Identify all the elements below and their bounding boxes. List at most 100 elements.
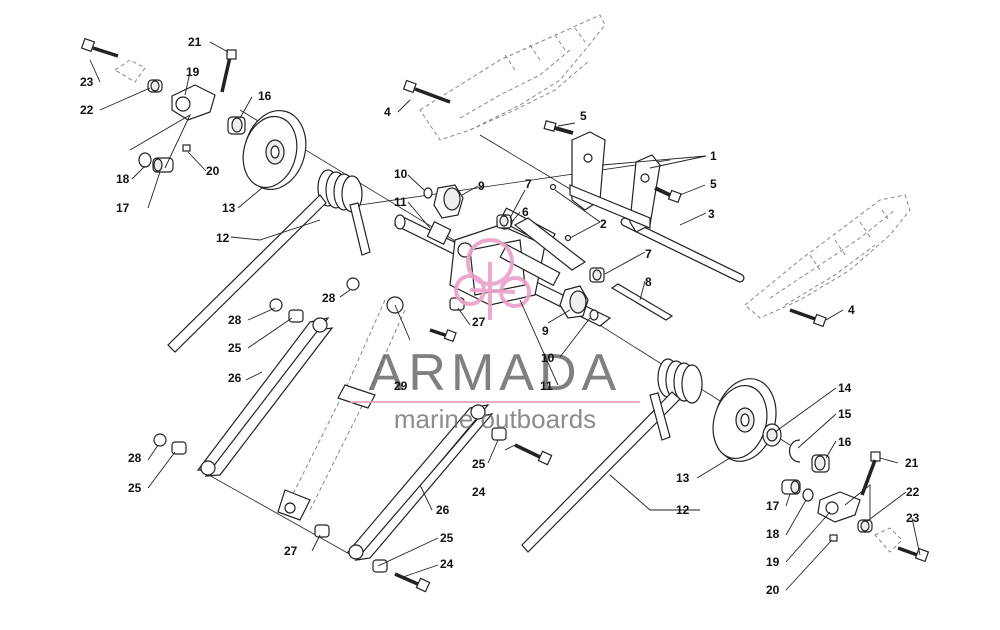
bolt-21-upper [220,49,237,93]
setscrew-20-upper [182,144,191,152]
callout-26-right: 26 [436,503,450,517]
bushing-25-a [288,309,304,323]
washer-18-lower [802,488,814,502]
retainer-14 [762,423,782,447]
spacer-16-lower [811,454,830,473]
callout-18-lower: 18 [766,527,780,541]
bolt-24-upper [514,443,553,466]
spacer-16-upper [227,116,246,135]
callout-27-upper: 27 [472,315,486,329]
callout-14: 14 [838,381,852,395]
grease-fitting-2a [549,183,557,191]
callout-15: 15 [838,407,852,421]
bushing-25-d [372,559,388,573]
assembly-leader-lower [844,484,871,520]
bolt-4-lower [789,308,827,328]
cross-shaft-3 [620,217,745,283]
callout-6: 6 [522,205,529,219]
bushing-9-upper [433,184,464,219]
pin-8 [610,283,674,321]
bolt-shock-upper [429,328,457,343]
callout-10-lower: 10 [541,351,555,365]
callout-7-lower: 7 [645,247,652,261]
callout-21-lower: 21 [905,456,919,470]
callout-21-upper: 21 [188,35,202,49]
washer-22-upper [147,79,163,93]
callout-19-lower: 19 [766,555,780,569]
callout-1: 1 [710,149,717,163]
callout-4-lower: 4 [848,303,855,317]
bolt-23-upper [80,37,119,58]
pivot-bracket-1 [569,131,661,233]
washer-18-upper [138,152,152,168]
link-arm-26-left [196,317,334,477]
bolt-5-lower [654,186,682,204]
callout-labels: 1 2 3 4 4 5 5 6 7 7 8 9 9 10 10 11 11 12… [80,35,920,597]
callout-11-upper: 11 [394,195,407,209]
callout-12-upper: 12 [216,231,230,245]
callout-7-upper: 7 [525,177,532,191]
bushing-25-c [491,427,507,441]
bolt-24-lower [394,572,431,593]
callout-10-upper: 10 [394,167,408,181]
spacer-28-c [153,433,167,447]
callout-4-upper: 4 [384,105,391,119]
ghost-washer-lower [874,527,903,553]
callout-26-left: 26 [228,371,242,385]
bolt-5-upper [543,120,574,135]
cap-17-lower [781,479,801,495]
callout-13-upper: 13 [222,201,236,215]
callout-9-lower: 9 [542,324,549,338]
spacer-10-upper [423,187,433,199]
callout-17-lower: 17 [766,499,780,513]
callout-25-b: 25 [128,481,142,495]
callout-9-upper: 9 [478,179,485,193]
axle-19-upper [171,84,216,121]
callout-8: 8 [645,275,652,289]
callout-11-lower: 11 [540,379,553,393]
callout-23-upper: 23 [80,75,94,89]
watermark-tagline: marine outboards [394,404,596,434]
callout-22-upper: 22 [80,103,94,117]
bolt-4-upper [402,79,451,104]
ghost-rail-lower [744,194,911,319]
bushing-25-b [171,441,187,455]
callout-3: 3 [708,207,715,221]
snap-ring-15 [788,439,801,463]
torsion-spring-12-upper [167,169,371,353]
watermark: ARMADA marine outboards [350,238,640,434]
assembly-leader-upper [129,113,192,169]
callout-28-c: 28 [128,451,142,465]
callout-5-upper: 5 [580,109,587,123]
idler-wheel-13-upper [242,109,307,191]
callout-25-d: 25 [440,531,454,545]
cap-17-upper [152,157,174,173]
spacer-7-lower [589,267,605,283]
sleeve-6 [513,217,587,271]
callout-16-lower: 16 [838,435,852,449]
spacer-28-b [269,298,283,312]
callout-29: 29 [394,379,408,393]
spacer-28-a [346,277,360,291]
bolt-23-lower [897,546,930,563]
callout-27-lower: 27 [284,544,298,558]
callout-22-lower: 22 [906,485,920,499]
callout-16-upper: 16 [258,89,272,103]
callout-28-a: 28 [322,291,336,305]
callout-23-lower: 23 [906,511,920,525]
spacer-10-lower [589,309,599,321]
link-arm-26-right [346,404,494,561]
callout-18-upper: 18 [116,172,130,186]
brand-logo-icon [454,238,531,320]
idler-wheel-13-lower [712,378,777,462]
callout-12-lower: 12 [676,503,690,517]
ghost-rail-upper [419,14,606,141]
callout-20-upper: 20 [206,164,220,178]
callout-13-lower: 13 [676,471,690,485]
callout-19-upper: 19 [186,65,200,79]
torsion-spring-12-lower [521,358,703,553]
callout-28-b: 28 [228,313,242,327]
watermark-brand: ARMADA [369,344,621,402]
